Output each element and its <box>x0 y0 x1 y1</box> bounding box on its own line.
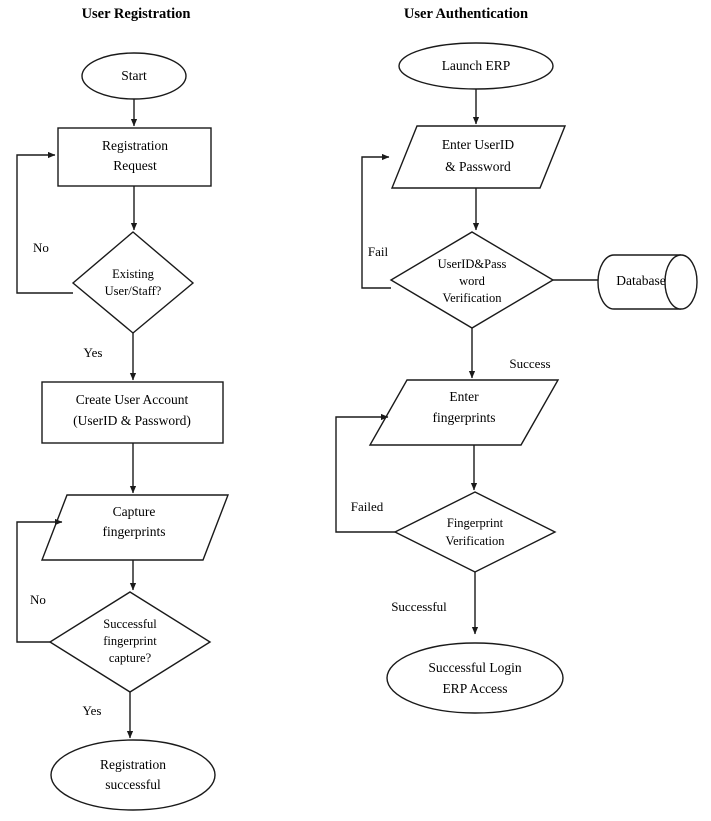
node-userid-password-verification-label-line3: Verification <box>442 291 502 305</box>
node-registration-successful-label-line1: Registration <box>100 757 166 772</box>
edge-label-capture-no: No <box>30 592 46 607</box>
node-capture-fingerprints-label-line2: fingerprints <box>103 524 166 539</box>
edge-label-capture-yes: Yes <box>83 703 102 718</box>
node-registration-successful-label-line2: successful <box>105 777 161 792</box>
node-enter-fingerprints: Enter fingerprints <box>368 379 560 446</box>
column-title-user-registration: User Registration <box>81 6 191 22</box>
node-fingerprint-verification-label-line1: Fingerprint <box>447 516 504 530</box>
edge-label-verification-fail: Fail <box>368 244 389 259</box>
node-successful-capture-decision-label-line1: Successful <box>103 617 157 631</box>
node-database: Database <box>597 254 698 310</box>
node-successful-capture-decision: Successful fingerprint capture? <box>48 591 212 693</box>
node-enter-userid-password-label-line2: & Password <box>445 159 511 174</box>
node-registration-request-label-line2: Request <box>113 158 157 173</box>
node-existing-user-decision-label-line2: User/Staff? <box>105 284 162 298</box>
node-successful-login: Successful Login ERP Access <box>386 642 564 714</box>
edge-existing-decision-no-loop <box>16 151 73 294</box>
node-create-user-account-label-line2: (UserID & Password) <box>73 413 191 428</box>
edge-label-verification-success: Success <box>509 356 550 371</box>
node-successful-capture-decision-label-line2: fingerprint <box>103 634 157 648</box>
node-existing-user-decision: Existing User/Staff? <box>71 231 195 334</box>
edge-verification-fail-loop <box>361 153 391 289</box>
column-title-user-authentication: User Authentication <box>403 6 529 22</box>
node-registration-request-label-line1: Registration <box>102 138 168 153</box>
node-fingerprint-verification: Fingerprint Verification <box>393 491 557 573</box>
edge-label-fingerprint-successful: Successful <box>391 599 447 614</box>
node-database-label: Database <box>616 273 665 288</box>
node-start-label: Start <box>121 68 147 83</box>
node-registration-request: Registration Request <box>57 127 212 187</box>
node-capture-fingerprints: Capture fingerprints <box>40 494 230 561</box>
node-userid-password-verification: UserID&Pass word Verification <box>389 231 555 329</box>
node-create-user-account: Create User Account (UserID & Password) <box>41 381 224 444</box>
node-capture-fingerprints-label-line1: Capture <box>113 504 156 519</box>
node-successful-capture-decision-label-line3: capture? <box>109 651 152 665</box>
node-successful-login-label-line1: Successful Login <box>428 660 522 675</box>
edge-capture-decision-no-loop <box>16 518 63 643</box>
edge-label-existing-no: No <box>33 240 49 255</box>
node-launch-erp-label: Launch ERP <box>442 58 511 73</box>
edge-label-existing-yes: Yes <box>84 345 103 360</box>
node-successful-login-label-line2: ERP Access <box>442 681 507 696</box>
node-userid-password-verification-label-line2: word <box>459 274 485 288</box>
node-fingerprint-verification-label-line2: Verification <box>445 534 505 548</box>
node-create-user-account-label-line1: Create User Account <box>76 392 189 407</box>
node-enter-fingerprints-label-line2: fingerprints <box>433 410 496 425</box>
node-launch-erp: Launch ERP <box>398 42 554 90</box>
node-enter-fingerprints-label-line1: Enter <box>449 389 479 404</box>
node-enter-userid-password: Enter UserID & Password <box>390 125 567 189</box>
node-existing-user-decision-label-line1: Existing <box>112 267 154 281</box>
edge-label-fingerprint-failed: Failed <box>351 499 384 514</box>
node-start: Start <box>81 52 187 100</box>
node-registration-successful: Registration successful <box>50 739 216 811</box>
edge-fingerprint-failed-loop <box>335 413 395 533</box>
node-userid-password-verification-label-line1: UserID&Pass <box>438 257 507 271</box>
node-enter-userid-password-label-line1: Enter UserID <box>442 137 515 152</box>
